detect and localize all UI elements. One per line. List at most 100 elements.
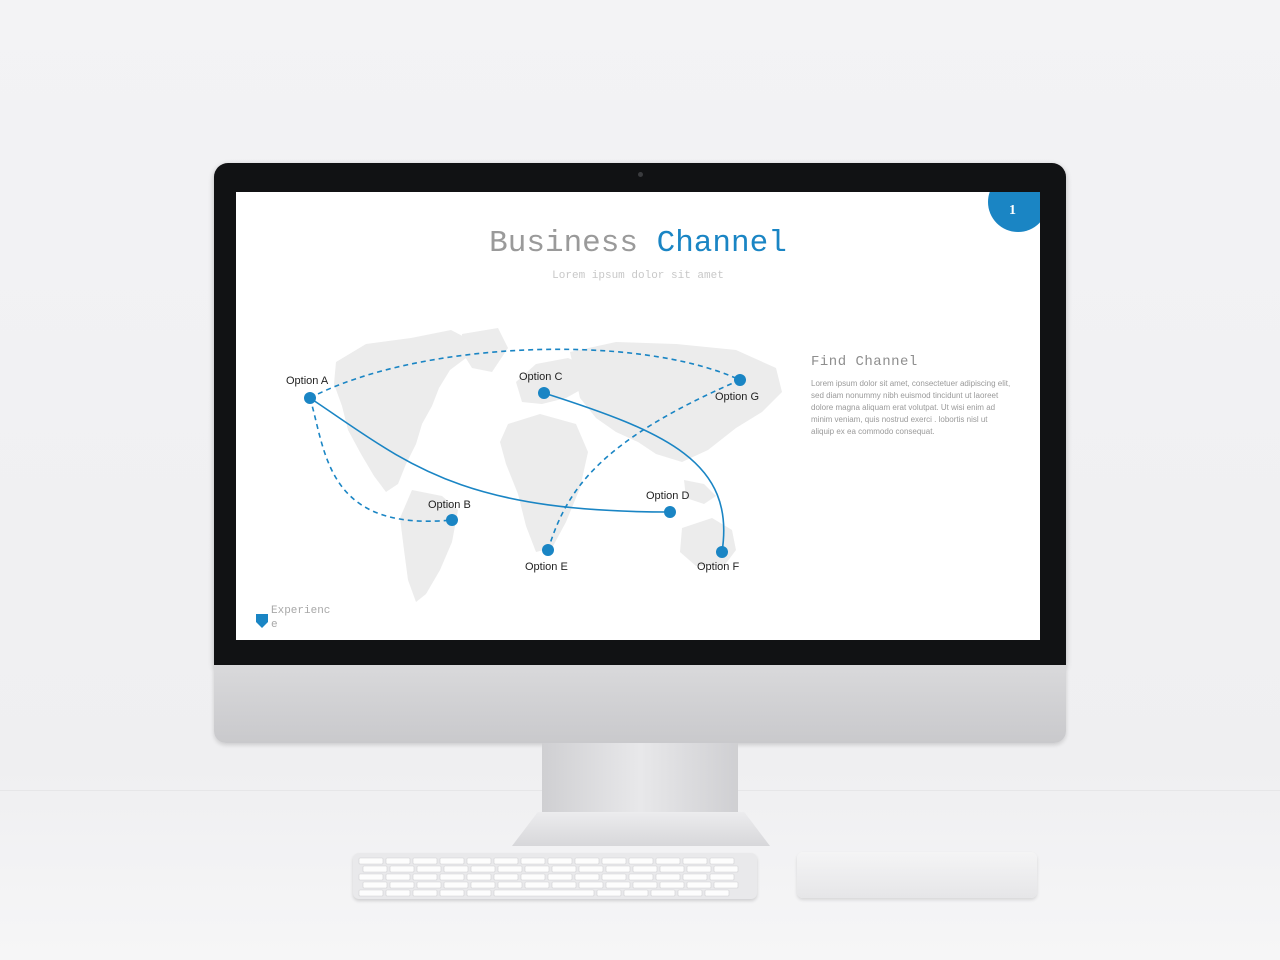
trackpad xyxy=(797,852,1037,898)
keyboard-key xyxy=(713,865,739,873)
keyboard-key xyxy=(601,857,627,865)
keyboard-key xyxy=(686,881,712,889)
keyboard-key xyxy=(466,857,492,865)
keyboard-key xyxy=(601,873,627,881)
keyboard-key xyxy=(659,865,685,873)
keyboard-key xyxy=(677,889,703,897)
find-channel-heading: Find Channel xyxy=(811,354,918,370)
keyboard-key xyxy=(520,873,546,881)
keyboard-key xyxy=(362,881,388,889)
monitor-stand-base xyxy=(512,812,770,846)
keyboard-key xyxy=(547,873,573,881)
keyboard-key xyxy=(704,889,730,897)
option-d-label: Option D xyxy=(646,490,689,502)
keyboard-key xyxy=(385,889,411,897)
keyboard-key xyxy=(547,857,573,865)
keyboard-key xyxy=(574,857,600,865)
keyboard-key xyxy=(632,881,658,889)
slide-title-part1: Business xyxy=(489,226,638,261)
keyboard-key xyxy=(682,857,708,865)
keyboard-key xyxy=(412,889,438,897)
keyboard-key xyxy=(416,881,442,889)
pentagon-marker-icon xyxy=(256,614,268,628)
keyboard-key xyxy=(385,873,411,881)
option-a-label: Option A xyxy=(286,375,329,387)
keyboard-key xyxy=(709,873,735,881)
option-a-marker[interactable] xyxy=(304,392,316,404)
keyboard-key xyxy=(655,873,681,881)
keyboard-key xyxy=(623,889,649,897)
keyboard-key xyxy=(358,889,384,897)
webcam-icon xyxy=(638,172,643,177)
option-f-label: Option F xyxy=(697,561,739,573)
keyboard-key xyxy=(551,865,577,873)
keyboard-key xyxy=(574,873,600,881)
keyboard-key xyxy=(605,865,631,873)
find-channel-body: Lorem ipsum dolor sit amet, consectetuer… xyxy=(811,379,1011,436)
keyboard-key xyxy=(713,881,739,889)
world-map-diagram: Option A Option B Option C Option D Opti… xyxy=(286,328,782,602)
keyboard-key xyxy=(439,873,465,881)
keyboard-key xyxy=(628,873,654,881)
keyboard-key xyxy=(655,857,681,865)
option-e-label: Option E xyxy=(525,561,568,573)
keyboard-key xyxy=(439,857,465,865)
keyboard-key xyxy=(466,873,492,881)
world-map-icon xyxy=(334,328,782,602)
option-e-marker[interactable] xyxy=(542,544,554,556)
keyboard-key xyxy=(416,865,442,873)
keyboard-key xyxy=(385,857,411,865)
keyboard-key xyxy=(493,873,519,881)
route-e-g xyxy=(547,379,741,551)
keyboard-key xyxy=(682,873,708,881)
footer-text: Experience xyxy=(271,605,331,631)
keyboard-key xyxy=(578,865,604,873)
keyboard-key xyxy=(497,865,523,873)
route-c-f xyxy=(543,392,725,553)
keyboard-key xyxy=(709,857,735,865)
keyboard xyxy=(353,853,757,899)
slide-screen: 1 Business Channel Lorem ipsum dolor sit… xyxy=(236,192,1040,640)
monitor-stand xyxy=(542,743,738,825)
keyboard-key xyxy=(524,865,550,873)
keyboard-key xyxy=(650,889,676,897)
keyboard-key xyxy=(632,865,658,873)
keyboard-key xyxy=(578,881,604,889)
keyboard-key xyxy=(524,881,550,889)
slide-title-part2: Channel xyxy=(656,226,787,261)
keyboard-key xyxy=(439,889,465,897)
keyboard-key xyxy=(596,889,622,897)
keyboard-key xyxy=(412,873,438,881)
option-b-marker[interactable] xyxy=(446,514,458,526)
keyboard-key xyxy=(520,857,546,865)
keyboard-key xyxy=(443,865,469,873)
keyboard-key xyxy=(389,865,415,873)
keyboard-key xyxy=(470,881,496,889)
keyboard-key xyxy=(470,865,496,873)
keyboard-key xyxy=(358,873,384,881)
option-g-label: Option G xyxy=(715,391,759,403)
keyboard-key xyxy=(493,857,519,865)
keyboard-key xyxy=(605,881,631,889)
monitor-chin xyxy=(214,665,1066,743)
route-a-b xyxy=(309,397,453,522)
slide-number: 1 xyxy=(1009,203,1016,218)
route-a-g xyxy=(309,348,741,399)
keyboard-key xyxy=(686,865,712,873)
option-f-marker[interactable] xyxy=(716,546,728,558)
keyboard-key xyxy=(358,857,384,865)
keyboard-key xyxy=(497,881,523,889)
keyboard-key xyxy=(412,857,438,865)
slide-subtitle: Lorem ipsum dolor sit amet xyxy=(552,270,724,282)
slide-title: Business Channel xyxy=(236,226,1040,261)
keyboard-keys xyxy=(358,857,739,897)
keyboard-key xyxy=(443,881,469,889)
option-b-label: Option B xyxy=(428,499,471,511)
keyboard-key xyxy=(362,865,388,873)
option-c-marker[interactable] xyxy=(538,387,550,399)
option-g-marker[interactable] xyxy=(734,374,746,386)
option-c-label: Option C xyxy=(519,371,562,383)
keyboard-key xyxy=(493,889,595,897)
route-a-d xyxy=(309,397,671,513)
option-d-marker[interactable] xyxy=(664,506,676,518)
